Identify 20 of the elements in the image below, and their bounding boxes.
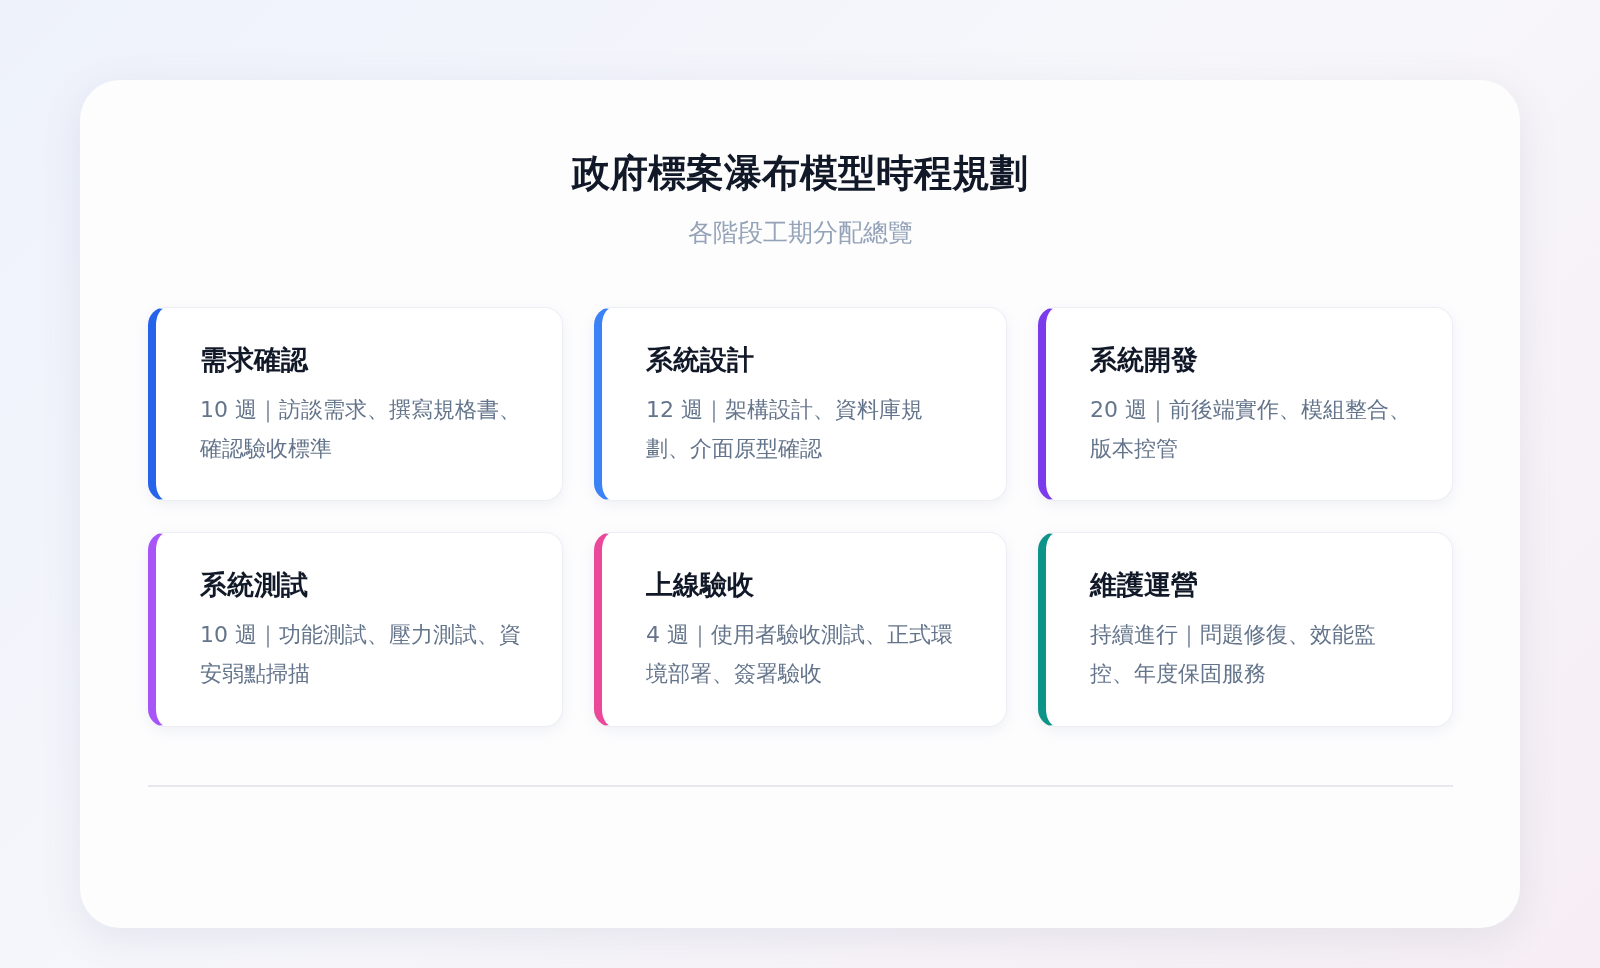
phase-card [594, 532, 1007, 727]
phase-card [148, 307, 563, 501]
phase-description: 10 週｜訪談需求、撰寫規格書、確認驗收標準 [200, 396, 522, 463]
phase-description: 12 週｜架構設計、資料庫規劃、介面原型確認 [646, 396, 924, 463]
phase-title: 系統設計 [646, 343, 755, 377]
phase-card [594, 307, 1007, 501]
phase-title: 上線驗收 [646, 568, 755, 602]
phase-card [1038, 532, 1453, 727]
phase-card [1038, 307, 1453, 501]
phase-title: 需求確認 [200, 343, 310, 377]
phase-description: 持續進行｜問題修復、效能監控、年度保固服務 [1090, 621, 1377, 688]
phase-description: 4 週｜使用者驗收測試、正式環境部署、簽署驗收 [646, 621, 954, 688]
subtitle: 各階段工期分配總覽 [686, 217, 914, 249]
phase-description: 20 週｜前後端實作、模組整合、版本控管 [1090, 396, 1412, 463]
phase-card [148, 532, 563, 727]
phase-description: 10 週｜功能測試、壓力測試、資安弱點掃描 [200, 621, 522, 688]
title: 政府標案瀑布模型時程規劃 [570, 150, 1029, 197]
phase-title: 維護運營 [1090, 568, 1199, 602]
phase-title: 系統開發 [1090, 343, 1199, 377]
phase-title: 系統測試 [200, 568, 309, 602]
